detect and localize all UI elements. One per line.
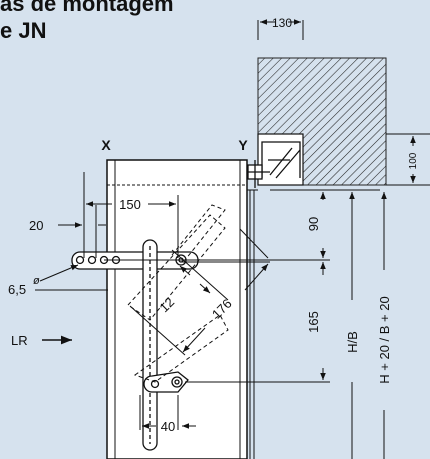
title-line-1: as de montagem [0, 0, 174, 16]
label-y: Y [238, 137, 248, 153]
title-line-2: e JN [0, 18, 47, 43]
open-position-outline [127, 204, 229, 383]
vertical-arm [142, 239, 158, 451]
dim-h20-b20: H + 20 / B + 20 [377, 296, 392, 383]
door-frame-details [107, 160, 258, 459]
dim-100: 100 [408, 152, 419, 169]
dim-90: 90 [306, 217, 321, 231]
dim-40: 40 [161, 419, 175, 434]
dim-20: 20 [29, 218, 43, 233]
page-title: as de montagem e JN [0, 0, 174, 44]
door-frame [106, 159, 248, 459]
label-lr: LR [11, 333, 28, 348]
dim-130: 130 [272, 16, 292, 30]
dim-h-b: H/B [345, 331, 360, 353]
dimension-arrows [39, 19, 430, 459]
hinge-plate-bottom [143, 371, 189, 393]
dim-165: 165 [306, 311, 321, 333]
dim-150: 150 [119, 197, 141, 212]
leader-lines [35, 172, 380, 430]
dim-6-5: 6,5 [8, 282, 26, 297]
hinge-bracket [234, 141, 301, 188]
diameter-symbol: ø [33, 275, 40, 287]
label-x: X [101, 137, 111, 153]
